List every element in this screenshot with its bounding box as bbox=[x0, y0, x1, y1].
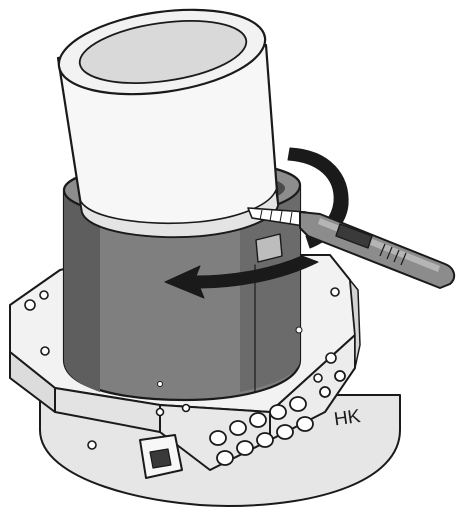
sleeve-rivet bbox=[295, 326, 303, 334]
pipe-top-opening bbox=[78, 20, 248, 84]
screw bbox=[155, 407, 165, 417]
screw bbox=[40, 346, 50, 356]
sleeve-rivet bbox=[157, 381, 163, 387]
pipe-bottom-ring bbox=[79, 189, 279, 238]
rotation-arrow-icon bbox=[164, 255, 319, 299]
cable-hole bbox=[216, 450, 234, 466]
cable-hole bbox=[209, 430, 227, 446]
screw bbox=[181, 403, 191, 413]
cable-hole bbox=[236, 440, 254, 456]
cable-hole bbox=[334, 370, 346, 382]
base-screws bbox=[24, 287, 340, 450]
screw bbox=[39, 290, 49, 300]
cable-hole bbox=[289, 396, 307, 412]
connector-block bbox=[139, 434, 183, 479]
cable-hole bbox=[319, 386, 331, 398]
screw bbox=[330, 287, 340, 297]
screw bbox=[87, 440, 97, 450]
cable-entry-holes bbox=[209, 370, 346, 466]
artist-signature: HK bbox=[333, 406, 362, 431]
cable-hole bbox=[269, 404, 287, 420]
sleeve-clip bbox=[255, 233, 283, 263]
cable-hole bbox=[256, 432, 274, 448]
cable-hole bbox=[276, 424, 294, 440]
screw bbox=[313, 373, 323, 383]
sleeve-shade bbox=[64, 190, 100, 392]
utility-knife-icon bbox=[247, 207, 456, 289]
screw bbox=[24, 299, 36, 311]
cable-hole bbox=[229, 420, 247, 436]
cable-hole bbox=[249, 412, 267, 428]
knife-slider bbox=[335, 223, 373, 249]
cable-hole bbox=[296, 416, 314, 432]
pipe bbox=[56, 8, 280, 239]
base-far-right-edge bbox=[349, 279, 361, 369]
screw bbox=[325, 352, 337, 364]
